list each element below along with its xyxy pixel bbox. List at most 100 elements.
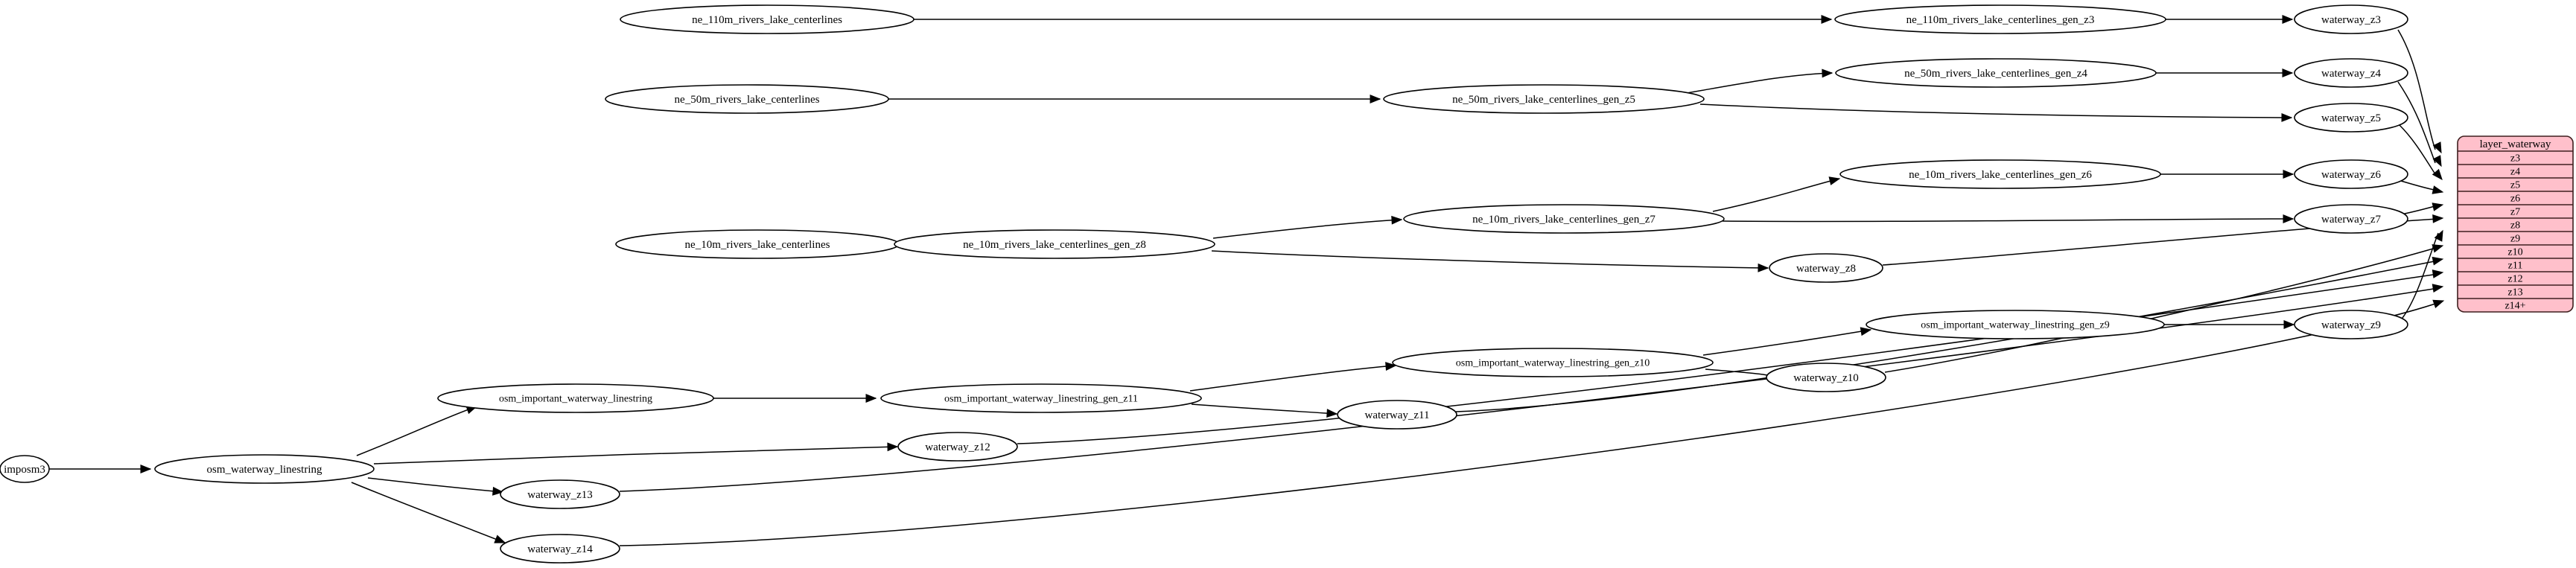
- table-row-z11[interactable]: z11: [2458, 258, 2573, 272]
- node-label: ne_10m_rivers_lake_centerlines_gen_z7: [1472, 214, 1656, 226]
- node-ellipse[interactable]: [1866, 310, 2165, 339]
- node-ellipse[interactable]: [1383, 84, 1705, 114]
- node-ne_10m_rivers_lake_centerlines_gen_z8[interactable]: ne_10m_rivers_lake_centerlines_gen_z8: [894, 229, 1215, 259]
- node-ellipse[interactable]: [1337, 400, 1457, 430]
- edge-path: [2402, 232, 2439, 319]
- node-waterway_z12[interactable]: waterway_z12: [897, 432, 1018, 462]
- node-ellipse[interactable]: [894, 229, 1215, 259]
- node-label: waterway_z11: [1365, 409, 1430, 421]
- table-row-z7[interactable]: z7: [2458, 205, 2573, 218]
- table-row-label: z12: [2507, 274, 2522, 285]
- node-ne_10m_rivers_lake_centerlines[interactable]: ne_10m_rivers_lake_centerlines: [615, 229, 900, 259]
- edge-waterway_z12-to-layer_waterway_z12: [1017, 269, 2444, 444]
- table-row-z9[interactable]: z9: [2458, 232, 2573, 245]
- table-row-label: z10: [2507, 247, 2522, 258]
- node-ne_10m_rivers_lake_centerlines_gen_z6[interactable]: ne_10m_rivers_lake_centerlines_gen_z6: [1839, 159, 2161, 189]
- node-waterway_z11[interactable]: waterway_z11: [1337, 400, 1457, 430]
- edge-arrowhead: [1828, 176, 1841, 185]
- node-ne_10m_rivers_lake_centerlines_gen_z7[interactable]: ne_10m_rivers_lake_centerlines_gen_z7: [1403, 204, 1725, 234]
- node-imposm3[interactable]: imposm3: [0, 455, 50, 483]
- edge-arrowhead: [2282, 15, 2294, 24]
- node-ellipse[interactable]: [2294, 159, 2408, 189]
- node-ellipse[interactable]: [1835, 58, 2157, 88]
- node-ellipse[interactable]: [1769, 253, 1883, 283]
- node-ellipse[interactable]: [2294, 58, 2408, 88]
- layer-waterway-table[interactable]: layer_waterwayz3z4z5z6z7z8z9z10z11z12z13…: [2457, 135, 2574, 313]
- node-label: ne_110m_rivers_lake_centerlines_gen_z3: [1906, 14, 2095, 26]
- node-waterway_z10[interactable]: waterway_z10: [1766, 363, 1886, 392]
- node-osm_waterway_linestring[interactable]: osm_waterway_linestring: [154, 454, 375, 484]
- node-ne_110m_rivers_lake_centerlines_gen_z3[interactable]: ne_110m_rivers_lake_centerlines_gen_z3: [1834, 4, 2166, 34]
- node-ellipse[interactable]: [1834, 4, 2166, 34]
- node-ellipse[interactable]: [154, 454, 375, 484]
- edge-path: [1189, 365, 1396, 392]
- edge-waterway_z9-to-layer_waterway_z9: [2402, 229, 2443, 319]
- node-ellipse[interactable]: [620, 4, 915, 34]
- edge-arrowhead: [2432, 168, 2443, 181]
- node-ellipse[interactable]: [1392, 348, 1714, 377]
- edge-path: [1712, 178, 1840, 212]
- node-ellipse[interactable]: [0, 455, 50, 483]
- node-osm_important_waterway_linestring_gen_z10[interactable]: osm_important_waterway_linestring_gen_z1…: [1392, 348, 1714, 377]
- table-row-z12[interactable]: z12: [2458, 272, 2573, 285]
- node-osm_important_waterway_linestring_gen_z9[interactable]: osm_important_waterway_linestring_gen_z9: [1866, 310, 2165, 339]
- table-row-z8[interactable]: z8: [2458, 218, 2573, 232]
- node-waterway_z5[interactable]: waterway_z5: [2294, 103, 2408, 133]
- node-label: waterway_z9: [2321, 319, 2381, 331]
- table-row-z3[interactable]: z3: [2458, 151, 2573, 165]
- edge-osm_waterway_linestring-to-waterway_z13: [367, 477, 504, 496]
- node-ellipse[interactable]: [2294, 310, 2408, 339]
- node-osm_important_waterway_linestring_gen_z11[interactable]: osm_important_waterway_linestring_gen_z1…: [880, 383, 1202, 413]
- node-ellipse[interactable]: [880, 383, 1202, 413]
- node-waterway_z7[interactable]: waterway_z7: [2294, 204, 2408, 234]
- edge-arrowhead: [1860, 327, 1872, 336]
- table-row-z5[interactable]: z5: [2458, 178, 2573, 191]
- edge-arrowhead: [887, 442, 899, 452]
- node-waterway_z3[interactable]: waterway_z3: [2294, 4, 2408, 34]
- edge-osm_waterway_linestring-to-waterway_z12: [373, 442, 899, 465]
- edge-waterway_z7-to-layer_waterway_z7: [2400, 202, 2444, 215]
- node-ne_110m_rivers_lake_centerlines[interactable]: ne_110m_rivers_lake_centerlines: [620, 4, 915, 34]
- node-waterway_z6[interactable]: waterway_z6: [2294, 159, 2408, 189]
- node-label: imposm3: [4, 464, 45, 476]
- edge-waterway_z10-to-layer_waterway_z10: [1884, 244, 2444, 373]
- node-ne_50m_rivers_lake_centerlines[interactable]: ne_50m_rivers_lake_centerlines: [605, 84, 889, 114]
- node-ellipse[interactable]: [1766, 363, 1886, 392]
- table-row-z14+[interactable]: z14+: [2458, 299, 2573, 312]
- edge-path: [1699, 103, 2292, 118]
- node-ellipse[interactable]: [2294, 4, 2408, 34]
- edge-arrowhead: [865, 394, 877, 403]
- node-waterway_z13[interactable]: waterway_z13: [500, 479, 620, 509]
- edge-arrowhead: [2432, 284, 2444, 293]
- node-ellipse[interactable]: [2294, 204, 2408, 234]
- node-ne_50m_rivers_lake_centerlines_gen_z4[interactable]: ne_50m_rivers_lake_centerlines_gen_z4: [1835, 58, 2157, 88]
- node-ellipse[interactable]: [500, 534, 620, 564]
- node-label: ne_10m_rivers_lake_centerlines_gen_z8: [963, 239, 1146, 251]
- edge-arrowhead: [1326, 409, 1338, 418]
- table-body: [2457, 135, 2574, 313]
- table-row-z10[interactable]: z10: [2458, 245, 2573, 258]
- node-waterway_z9[interactable]: waterway_z9: [2294, 310, 2408, 339]
- node-ellipse[interactable]: [897, 432, 1018, 462]
- table-row-label: z5: [2510, 180, 2520, 191]
- node-waterway_z4[interactable]: waterway_z4: [2294, 58, 2408, 88]
- table-row-z4[interactable]: z4: [2458, 165, 2573, 178]
- node-label: waterway_z10: [1793, 372, 1858, 384]
- node-ne_50m_rivers_lake_centerlines_gen_z5[interactable]: ne_50m_rivers_lake_centerlines_gen_z5: [1383, 84, 1705, 114]
- table-row-z13[interactable]: z13: [2458, 285, 2573, 299]
- edge-arrowhead: [2282, 68, 2294, 77]
- node-ellipse[interactable]: [2294, 103, 2408, 133]
- node-osm_important_waterway_linestring[interactable]: osm_important_waterway_linestring: [437, 383, 714, 413]
- node-ellipse[interactable]: [437, 383, 714, 413]
- edge-arrowhead: [2432, 269, 2444, 278]
- node-ellipse[interactable]: [500, 479, 620, 509]
- node-ellipse[interactable]: [1403, 204, 1725, 234]
- node-waterway_z14[interactable]: waterway_z14: [500, 534, 620, 564]
- table-row-label: z7: [2510, 207, 2520, 218]
- edge-arrowhead: [2432, 155, 2442, 167]
- edge-path: [2397, 29, 2436, 150]
- node-ellipse[interactable]: [1839, 159, 2161, 189]
- node-waterway_z8[interactable]: waterway_z8: [1769, 253, 1883, 283]
- table-row-z6[interactable]: z6: [2458, 191, 2573, 205]
- node-ellipse[interactable]: [605, 84, 889, 114]
